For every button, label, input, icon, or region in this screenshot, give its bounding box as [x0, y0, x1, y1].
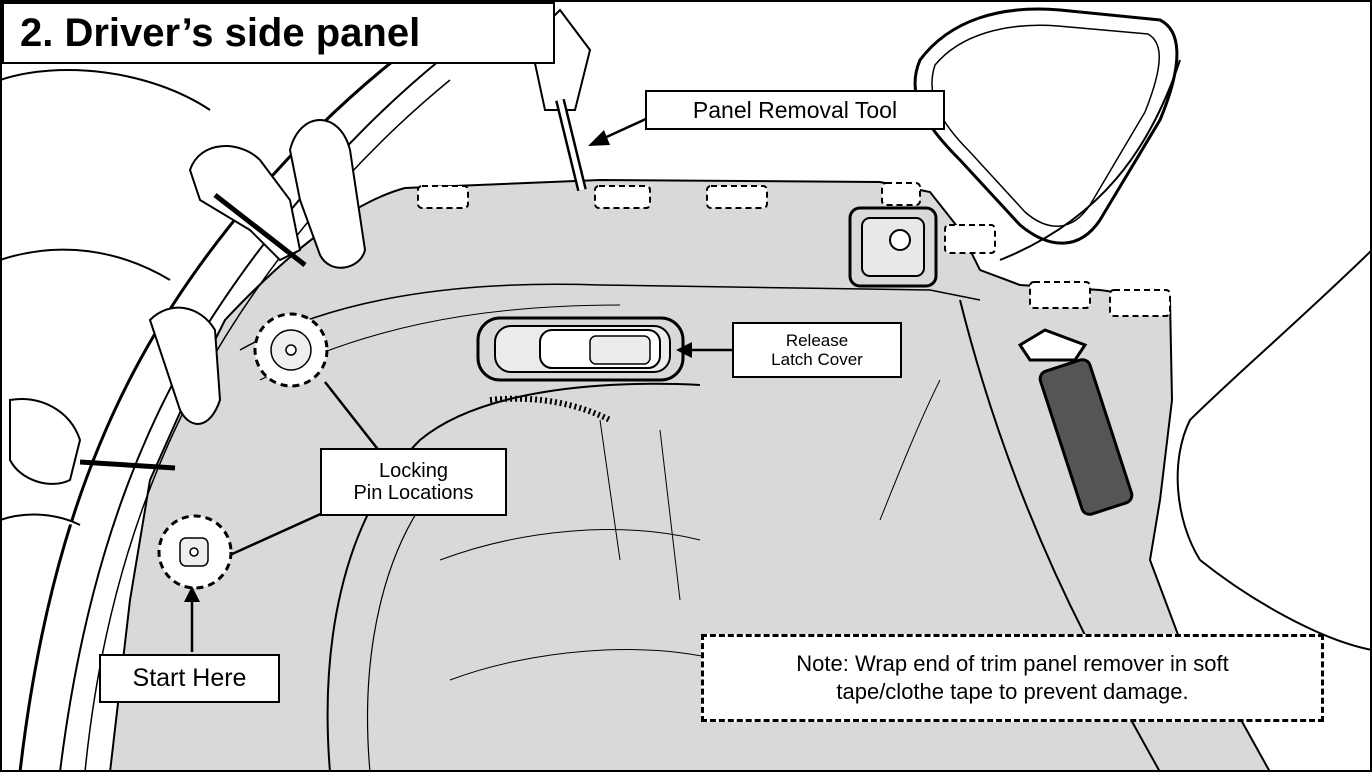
- note-line2: tape/clothe tape to prevent damage.: [836, 678, 1188, 706]
- callout-release-latch-cover: Release Latch Cover: [732, 322, 902, 378]
- callout-locking-pin-locations: Locking Pin Locations: [320, 448, 507, 516]
- note-line1: Note: Wrap end of trim panel remover in …: [796, 650, 1228, 678]
- callout-release-latch-line2: Latch Cover: [771, 350, 863, 369]
- callout-locking-pins-line1: Locking: [379, 460, 448, 482]
- callout-start-here: Start Here: [99, 654, 280, 703]
- page-title-text: 2. Driver’s side panel: [20, 11, 420, 56]
- page-title: 2. Driver’s side panel: [2, 2, 555, 64]
- callout-locking-pins-line2: Pin Locations: [353, 482, 473, 504]
- callout-panel-removal-tool: Panel Removal Tool: [645, 90, 945, 130]
- callout-release-latch-line1: Release: [786, 331, 848, 350]
- rear-window: [915, 9, 1177, 243]
- callout-panel-removal-tool-text: Panel Removal Tool: [693, 97, 897, 124]
- note-box: Note: Wrap end of trim panel remover in …: [701, 634, 1324, 722]
- callout-start-here-text: Start Here: [133, 664, 247, 693]
